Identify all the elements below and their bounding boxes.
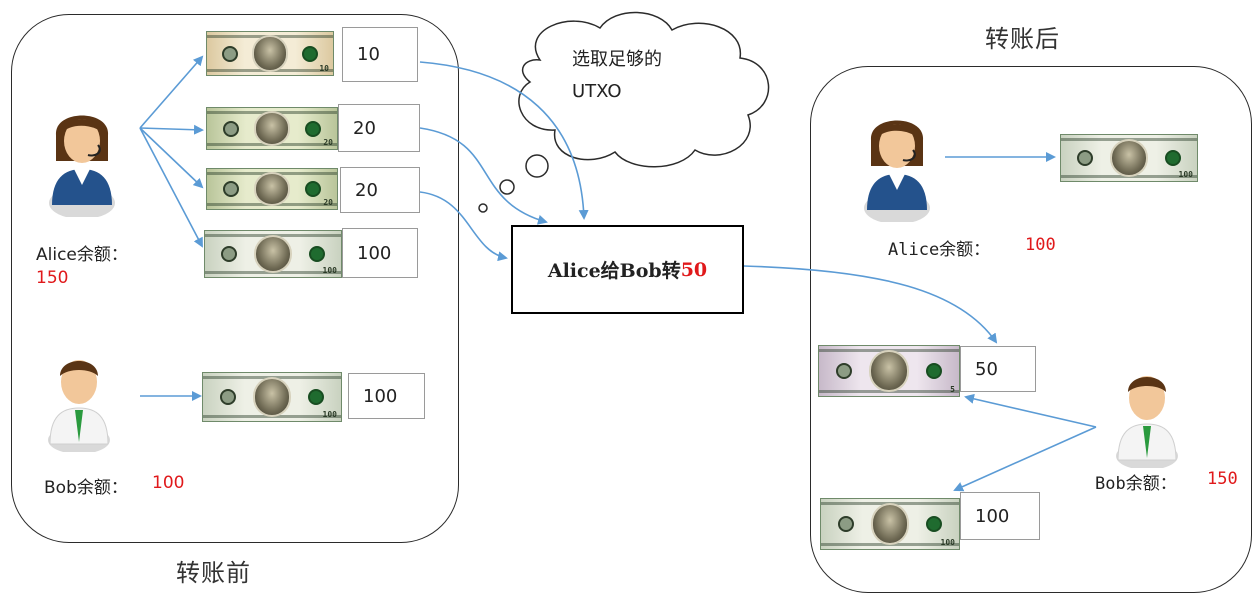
before-caption: 转账前 [176,559,251,587]
alice-before-balance-value: 150 [36,268,69,288]
transaction-amount: 50 [680,258,708,281]
alice-to-bill-20b-arrow [139,127,204,189]
bob-after-balance-label: Bob余额： [1095,474,1177,494]
before-panel [11,14,459,543]
cloud-body-shape [518,11,770,168]
bill-100-icon: 100 [202,372,342,422]
after-panel [810,66,1252,593]
bill-100-icon: 100 [820,498,960,550]
cloud-bubble-large [525,154,549,178]
alice-before-balance-label: Alice余额： [36,245,128,265]
cloud-bubble-small [478,203,488,213]
alice-after-balance-label: Alice余额： [888,240,991,260]
alice-utxo-100-box: 100 [342,228,418,278]
cloud-bubble-medium [499,179,515,195]
bob-after-utxo-50-box: 50 [960,346,1036,392]
alice-utxo-10-box: 10 [342,27,418,82]
alice-avatar-icon [864,120,930,222]
bob-after-utxo-100-box: 100 [960,492,1040,540]
bob-avatar-icon [1116,376,1178,468]
thought-cloud [478,11,770,213]
bob-after-to-bill-100-arrow [953,426,1097,492]
alice-to-bill-10-arrow [139,55,204,129]
tx-to-bob-utxo-arrow [743,265,998,344]
utxo-20a-to-tx-arrow [419,127,548,225]
alice-utxo-20b-box: 20 [340,167,420,213]
bob-after-to-bill-50-arrow [964,393,1097,428]
utxo-10-to-tx-arrow [419,61,589,220]
bob-utxo-100-box: 100 [348,373,425,419]
alice-utxo-20a-box: 20 [338,104,420,152]
bob-before-balance-value: 100 [152,473,185,493]
bill-10-icon: 10 [206,31,334,76]
bill-5-icon: 5 [818,345,960,397]
bill-100-icon: 100 [1060,134,1198,182]
utxo-20b-to-tx-arrow [419,191,508,262]
after-caption: 转账后 [985,25,1060,53]
alice-avatar-icon [49,115,115,217]
cloud-line-1: 选取足够的 [572,49,662,70]
alice-to-bill-20a-arrow [139,124,204,135]
alice-after-balance-value: 100 [1025,235,1056,255]
bill-20-icon: 20 [206,168,338,210]
bob-before-balance-label: Bob余额： [44,478,128,498]
bob-after-balance-value: 150 [1207,469,1238,489]
cloud-text: 选取足够的 UTXO [572,44,662,108]
bill-100-icon: 100 [204,230,342,278]
bill-20-icon: 20 [206,107,338,150]
cloud-line-2: UTXO [572,81,622,102]
bob-avatar-icon [48,360,110,452]
transaction-text: Alice给Bob转 [547,260,681,282]
alice-to-bill-100-arrow [139,127,203,248]
